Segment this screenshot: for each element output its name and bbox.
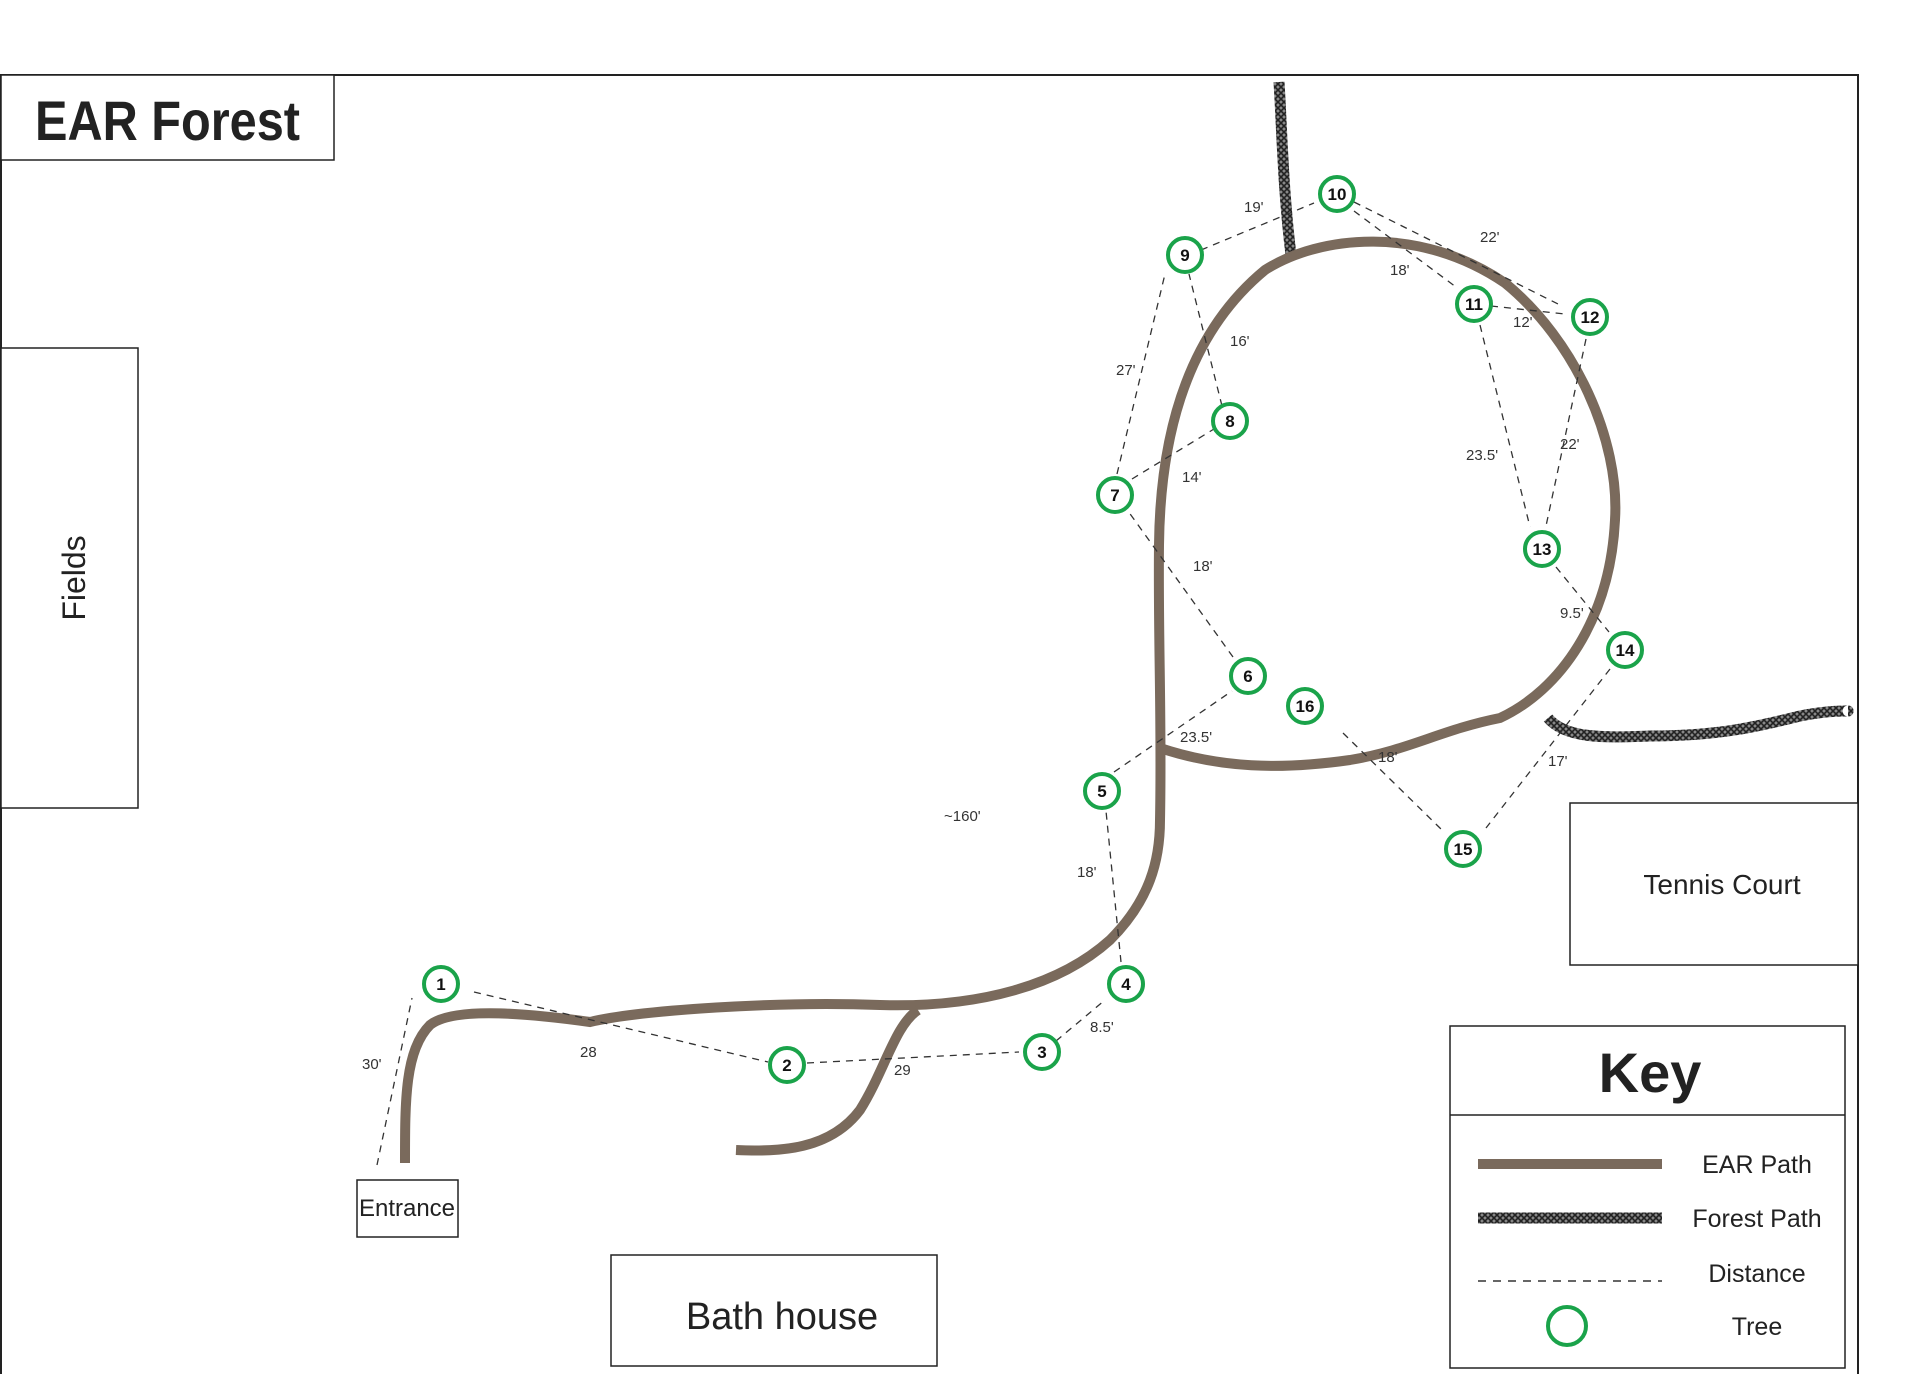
- svg-text:16: 16: [1296, 697, 1315, 716]
- distance-line-7-9: [1116, 273, 1166, 475]
- entrance-label: Entrance: [359, 1195, 455, 1222]
- distance-label: 18': [1390, 262, 1410, 279]
- svg-text:2: 2: [782, 1056, 791, 1075]
- svg-text:9: 9: [1180, 246, 1189, 265]
- distance-line-13-14: [1555, 566, 1610, 633]
- tree-marker[interactable]: 16: [1286, 687, 1324, 725]
- trees: 1 2 3 4 5 6 7 8 9 10 11 12 13 14 15 16: [422, 175, 1644, 1084]
- distance-line-8-9: [1188, 273, 1223, 407]
- distance-label: 16': [1230, 333, 1250, 350]
- legend-distance-label: Distance: [1708, 1260, 1805, 1288]
- svg-text:5: 5: [1097, 782, 1106, 801]
- tree-marker[interactable]: 14: [1606, 631, 1644, 669]
- svg-text:7: 7: [1110, 486, 1119, 505]
- distance-labels: 30' 28 29 8.5' 18' 23.5' 18' 14' 27' 16'…: [362, 199, 1584, 1079]
- distance-label: 23.5': [1180, 729, 1212, 746]
- distance-label: 27': [1116, 362, 1136, 379]
- distance-label: 30': [362, 1056, 382, 1073]
- distance-line-15-16: [1342, 732, 1444, 832]
- svg-text:14: 14: [1616, 641, 1635, 660]
- ear-path-main: [400, 544, 1166, 1164]
- legend: Key EAR Path Forest Path Distance Tree: [1449, 1025, 1846, 1369]
- tree-marker[interactable]: 5: [1083, 772, 1121, 810]
- distance-line-3-4: [1055, 999, 1106, 1042]
- bath-house-box: [610, 1254, 938, 1367]
- distance-line-e-1: [376, 997, 413, 1166]
- tree-marker[interactable]: 13: [1523, 530, 1561, 568]
- distance-line-1-2: [473, 991, 769, 1063]
- svg-text:12: 12: [1581, 308, 1600, 327]
- distance-label: 12': [1513, 314, 1533, 331]
- legend-tree-label: Tree: [1732, 1313, 1782, 1341]
- title-box: [0, 74, 335, 161]
- distance-label: 29: [894, 1062, 911, 1079]
- distance-label: 23.5': [1466, 447, 1498, 464]
- distance-line-10-11: [1353, 210, 1457, 288]
- bath-house-label: Bath house: [686, 1296, 878, 1338]
- legend-box: [1449, 1025, 1846, 1369]
- tree-marker[interactable]: 3: [1023, 1033, 1061, 1071]
- svg-text:10: 10: [1328, 185, 1347, 204]
- svg-text:13: 13: [1533, 540, 1552, 559]
- forest-path-east: [1543, 705, 1854, 743]
- tree-marker[interactable]: 2: [768, 1046, 806, 1084]
- distance-label: 17': [1548, 753, 1568, 770]
- forest-path-north: [1273, 81, 1297, 256]
- tree-marker[interactable]: 6: [1229, 657, 1267, 695]
- tree-marker[interactable]: 7: [1096, 476, 1134, 514]
- tree-marker[interactable]: 10: [1318, 175, 1356, 213]
- ear-paths: [400, 236, 1621, 1164]
- legend-tree-icon: [1546, 1305, 1588, 1347]
- distance-label: 8.5': [1090, 1019, 1114, 1036]
- svg-text:4: 4: [1121, 975, 1131, 994]
- svg-text:8: 8: [1225, 412, 1234, 431]
- tennis-court-label: Tennis Court: [1643, 869, 1800, 900]
- fields-box: [0, 347, 139, 809]
- tree-marker[interactable]: 15: [1444, 830, 1482, 868]
- legend-title: Key: [1599, 1041, 1702, 1104]
- tree-marker[interactable]: 9: [1166, 236, 1204, 274]
- ear-path-loop: [1154, 236, 1621, 771]
- distance-line-11-13: [1479, 324, 1531, 528]
- tree-marker[interactable]: 12: [1571, 298, 1609, 336]
- svg-text:11: 11: [1465, 295, 1483, 314]
- legend-ear-path-label: EAR Path: [1702, 1151, 1812, 1179]
- distance-label: 22': [1560, 436, 1580, 453]
- distance-line-6-7: [1127, 510, 1234, 658]
- distance-line-12-13: [1545, 338, 1587, 527]
- distance-line-5-6: [1113, 690, 1233, 773]
- tree-marker[interactable]: 4: [1107, 965, 1145, 1003]
- svg-text:1: 1: [436, 975, 445, 994]
- entrance-box: [356, 1179, 459, 1238]
- distance-label: 22': [1480, 229, 1500, 246]
- tree-marker[interactable]: 1: [422, 965, 460, 1003]
- distance-line-7-8: [1131, 428, 1215, 480]
- distance-label: 14': [1182, 469, 1202, 486]
- svg-text:6: 6: [1243, 667, 1252, 686]
- distance-label: 18': [1378, 749, 1398, 766]
- legend-forest-path-label: Forest Path: [1692, 1205, 1821, 1233]
- forest-paths: [1273, 81, 1854, 743]
- svg-text:3: 3: [1037, 1043, 1046, 1062]
- fields-label: Fields: [56, 535, 92, 620]
- map-title: EAR Forest: [35, 89, 300, 152]
- distance-label: 9.5': [1560, 605, 1584, 622]
- distance-label: 19': [1244, 199, 1264, 216]
- distance-line-2-3: [806, 1051, 1020, 1064]
- distance-label: ~160': [944, 808, 981, 825]
- tree-marker[interactable]: 11: [1455, 285, 1493, 323]
- tennis-court-box: [1569, 802, 1859, 966]
- distance-label: 28: [580, 1044, 597, 1061]
- distance-lines: [376, 201, 1611, 1166]
- svg-text:15: 15: [1454, 840, 1473, 859]
- ear-path-spur: [735, 1005, 922, 1156]
- distance-label: 18': [1077, 864, 1097, 881]
- tree-marker[interactable]: 8: [1211, 402, 1249, 440]
- distance-label: 18': [1193, 558, 1213, 575]
